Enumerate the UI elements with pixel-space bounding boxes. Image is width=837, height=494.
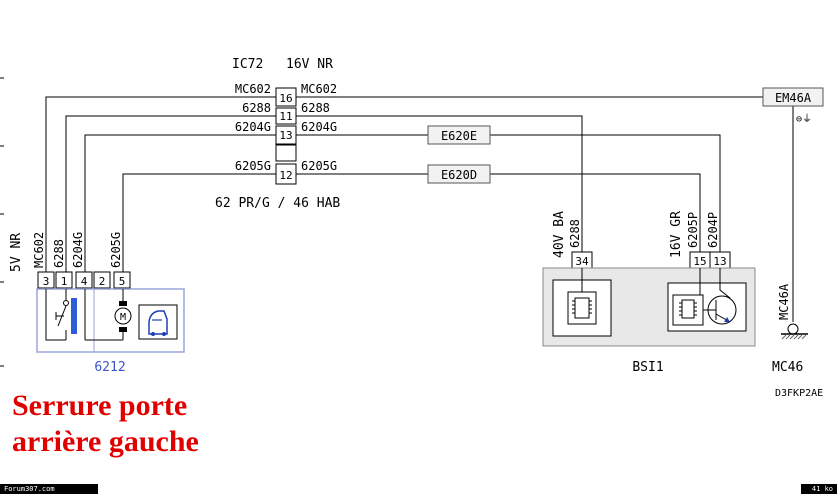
pin-6212-3: 3	[43, 275, 50, 288]
pin-6212-5: 5	[119, 275, 126, 288]
wire-label-6212-mc602: MC602	[32, 232, 46, 268]
splice-e620e: E620E	[427, 125, 491, 145]
component-6212-name: 6212	[94, 360, 125, 375]
ic72-pin-12: 12	[279, 169, 292, 182]
motor-symbol: M	[120, 312, 126, 323]
wire-mc602	[45, 96, 276, 272]
wire-label-6212-6204g: 6204G	[71, 232, 85, 268]
wire-label-left-6205g: 6205G	[235, 159, 271, 173]
bsi-pin-15-label: 15	[693, 255, 706, 268]
door-switch-icon	[45, 289, 69, 341]
connector-ic72-label: IC72	[232, 57, 263, 72]
ground-connector-label: EM46A	[775, 91, 812, 105]
component-6212: 5V NR MC602 6288 6204G 6205G 3 1 4 2 5	[9, 232, 185, 375]
wire-6204g	[84, 134, 276, 272]
car-door-icon	[138, 304, 178, 340]
wire-label-right-6205g: 6205G	[301, 159, 337, 173]
harness-label: 62 PR/G / 46 HAB	[215, 196, 340, 211]
bsi-unit: 40V BA 6288 16V GR 6205P 6204P 34 15 13	[542, 211, 756, 375]
ground-connector-em46a: EM46A ⊖⏚ MC46A MC46	[762, 87, 824, 375]
caption-line-1: Serrure porte	[12, 389, 188, 422]
component-6212-body	[36, 288, 185, 353]
ic72-pin-13: 13	[279, 129, 292, 142]
margin-ticks	[0, 77, 4, 367]
ic72-wire-labels: MC602 MC602 6288 6288 6204G 6204G 6205G …	[235, 82, 337, 173]
diagram-reference: D3FKP2AE	[775, 388, 823, 399]
footer-site: Forum307.com	[0, 484, 98, 494]
connector-5v-nr-label: 5V NR	[9, 233, 24, 272]
bsi-pin-13-label: 13	[713, 255, 726, 268]
wire-6205g	[122, 173, 276, 272]
ic72-pin-16: 16	[279, 92, 292, 105]
bsi-name: BSI1	[632, 360, 663, 375]
caption-line-2: arrière gauche	[12, 425, 199, 458]
ic72-pin-11: 11	[279, 110, 292, 123]
footer-size: 41 ko	[801, 484, 837, 494]
bsi-chip-icon-right	[672, 294, 704, 326]
wire-6288	[65, 115, 276, 272]
wire-label-left-mc602: MC602	[235, 82, 271, 96]
wires	[45, 96, 794, 322]
wire-label-left-6288: 6288	[242, 101, 271, 115]
wire-label-right-6204g: 6204G	[301, 120, 337, 134]
pin-6212-1: 1	[61, 275, 68, 288]
switch-actuator-icon	[71, 298, 77, 334]
bsi-left-wire-label: 6288	[568, 219, 582, 248]
wire-label-right-6288: 6288	[301, 101, 330, 115]
bsi-chip-icon-left	[567, 291, 597, 325]
connector-ic72: 16 11 13 12	[275, 87, 297, 185]
wire-label-6212-6288: 6288	[52, 239, 66, 268]
connector-ic72-spec: 16V NR	[286, 57, 333, 72]
ground-symbol: ⊖⏚	[796, 113, 812, 125]
splice-e620d: E620D	[427, 164, 491, 184]
pin-6212-2: 2	[99, 275, 106, 288]
bsi-right-connector-label: 16V GR	[669, 211, 684, 258]
bsi-right-wire-label-6205p: 6205P	[686, 212, 700, 248]
bsi-right-wire-label-6204p: 6204P	[706, 212, 720, 248]
bsi-transistor-icon	[703, 268, 737, 325]
ground-wire-label: MC46A	[777, 283, 791, 320]
component-6212-pins	[37, 271, 131, 289]
motor-icon: M	[84, 289, 132, 341]
bsi-pin-34-label: 34	[575, 255, 589, 268]
pin-6212-4: 4	[81, 275, 88, 288]
wire-label-6212-6205g: 6205G	[109, 232, 123, 268]
bsi-left-connector-label: 40V BA	[552, 211, 567, 258]
splice-e620e-label: E620E	[441, 129, 477, 143]
wire-label-left-6204g: 6204G	[235, 120, 271, 134]
ground-label-mc46: MC46	[772, 360, 803, 375]
wire-label-right-mc602: MC602	[301, 82, 337, 96]
splice-e620d-label: E620D	[441, 168, 477, 182]
